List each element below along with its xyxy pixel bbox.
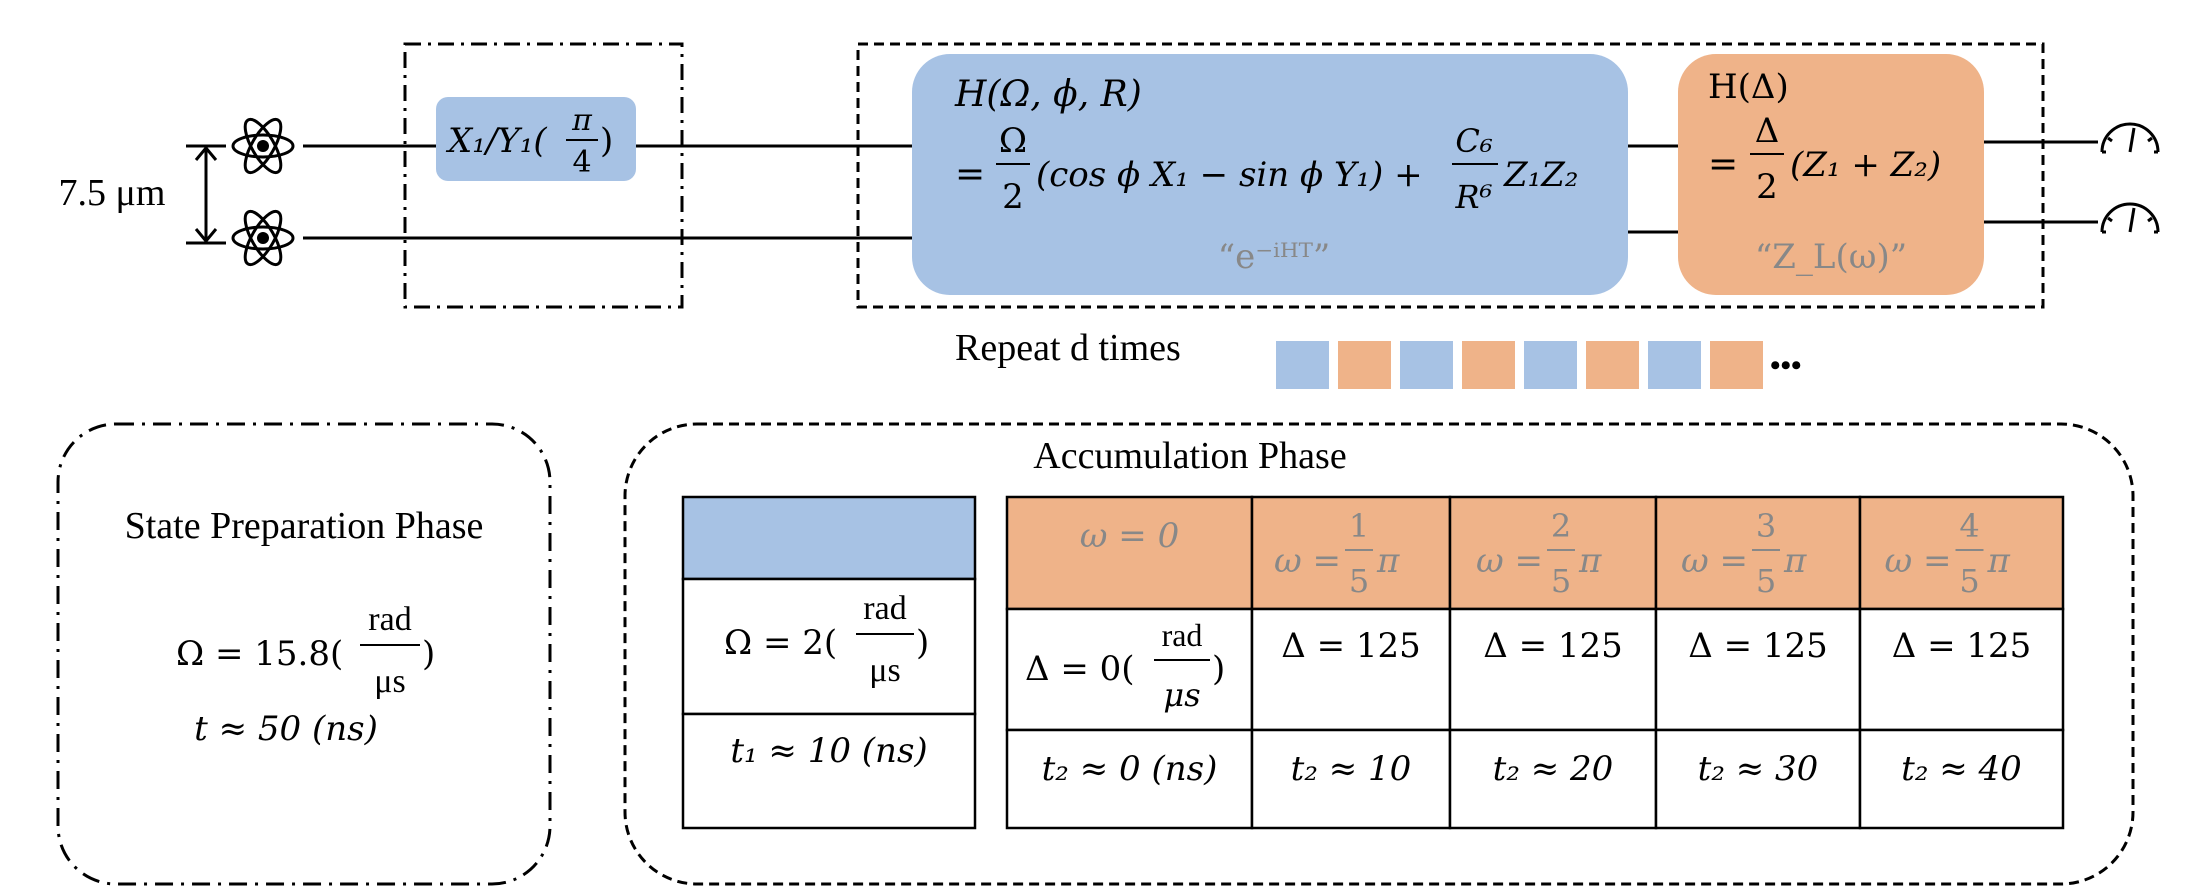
state-prep-title: State Preparation Phase [125,505,484,547]
atom-icon-2 [231,209,295,267]
distance-bracket [186,144,226,245]
time-cell [1448,728,1658,830]
interaction-tail: Z₁Z₂ [1503,155,1579,195]
time-value-3: t₂ ≈ 30 [1698,749,1819,789]
prep-gate-frac-num: π [571,103,593,138]
interaction-title: H(Ω, ϕ, R) [954,74,1142,115]
detuning-cell [1858,607,2065,732]
delta-value-3: Δ = 125 [1688,626,1828,666]
omega-header-lhs-2: ω = [1476,541,1543,581]
meter-icon-1 [2100,122,2160,154]
time-value-1: t₂ ≈ 10 [1291,749,1412,789]
omega-header-lhs-4: ω = [1884,541,1951,581]
repeat-block-blue [1400,341,1453,389]
time-value-2: t₂ ≈ 20 [1493,749,1614,789]
omega-header-den-3: 5 [1756,562,1776,600]
prep-gate-boundary [403,42,684,309]
omega-header-den-1: 5 [1349,562,1369,600]
delta-zero-lhs: Δ = 0( [1025,649,1135,689]
omega-header-pi-3: π [1783,541,1807,581]
time-cell [1005,728,1254,830]
time-cell [1250,728,1452,830]
repeat-block-blue [1524,341,1577,389]
omega-header-0: ω = 0 [1080,516,1179,556]
repeat-sequence [1276,341,1763,389]
omega-header-num-3: 3 [1756,507,1776,545]
prep-gate-close: ) [600,121,613,161]
rabi-time: t₁ ≈ 10 (ns) [730,731,927,771]
prep-gate[interactable] [436,97,636,181]
detuning-hamiltonian-block[interactable] [1678,54,1984,295]
repeat-boundary [856,42,2045,309]
state-prep-panel [56,422,552,886]
interaction-hamiltonian-block[interactable] [912,54,1628,295]
detuning-cell [1005,607,1254,732]
detuning-frac-num: Δ [1755,111,1780,151]
detuning-cell [1448,607,1658,732]
prep-gate-frac-den: 4 [572,145,591,180]
interaction-eq: = [955,154,985,195]
omega-header-num-2: 2 [1551,507,1571,545]
detuning-tail: (Z₁ + Z₂) [1790,145,1941,185]
omega-header-num-4: 4 [1959,507,1979,545]
detuning-frac-den: 2 [1756,167,1778,207]
repeat-block-blue [1648,341,1701,389]
omega-header-pi-4: π [1987,541,2011,581]
state-prep-omega-lhs: Ω = 15.8( [176,634,343,674]
delta-zero-num: rad [1162,617,1203,653]
interaction-caption: “e⁻ⁱᴴᵀ” [1218,237,1331,277]
prep-gate-main: X₁/Y₁( [445,121,547,161]
rabi-omega-den: μs [869,652,900,689]
interaction-frac2-den: R⁶ [1455,178,1493,216]
detuning-caption: “Z_L(ω)” [1755,237,1907,277]
rabi-omega-close: ) [916,623,929,663]
interaction-frac1-den: 2 [1002,177,1024,217]
interaction-frac2-num: C₆ [1455,122,1492,160]
repeat-block-blue [1276,341,1329,389]
distance-label: 7.5 μm [59,172,166,214]
header-cell [1005,495,1254,611]
detuning-eq: = [1708,144,1738,185]
rabi-omega-lhs: Ω = 2( [724,623,837,663]
state-prep-time: t ≈ 50 (ns) [194,709,378,749]
time-value-4: t₂ ≈ 40 [1901,749,2022,789]
time-value-0: t₂ ≈ 0 (ns) [1042,749,1218,789]
time-cell [1654,728,1862,830]
omega-header-lhs-3: ω = [1681,541,1748,581]
delta-zero-close: ) [1212,649,1225,689]
repeat-label: Repeat d times [955,327,1181,369]
accumulation-panel [623,422,2135,886]
detuning-title: H(Δ) [1708,67,1789,107]
delta-value-1: Δ = 125 [1281,626,1421,666]
state-prep-omega-den: μs [374,663,405,700]
interaction-frac1-num: Ω [999,121,1027,161]
delta-value-4: Δ = 125 [1892,626,2032,666]
omega-header-pi-2: π [1578,541,1602,581]
interaction-middle: (cos ϕ X₁ − sin ϕ Y₁) + [1036,155,1423,195]
accumulation-title: Accumulation Phase [1033,435,1346,477]
omega-header-den-4: 5 [1959,562,1979,600]
repeat-block-orange [1586,341,1639,389]
omega-header-den-2: 5 [1551,562,1571,600]
state-prep-omega-close: ) [422,634,435,674]
repeat-block-orange [1462,341,1515,389]
repeat-block-orange [1338,341,1391,389]
atom-icon-1 [231,117,295,175]
omega-header-pi-1: π [1376,541,1400,581]
header-cell [1858,495,2065,611]
omega-header-lhs-1: ω = [1274,541,1341,581]
repeat-block-orange [1710,341,1763,389]
rabi-table [681,495,977,830]
repeat-ellipsis: ••• [1770,349,1802,382]
header-cell [1448,495,1658,611]
delta-value-2: Δ = 125 [1483,626,1623,666]
time-cell [1858,728,2065,830]
state-prep-omega-num: rad [368,601,411,638]
meter-icon-2 [2100,202,2160,234]
omega-header-num-1: 1 [1349,507,1369,545]
delta-zero-den: μs [1163,676,1200,714]
rabi-omega-num: rad [863,590,906,627]
